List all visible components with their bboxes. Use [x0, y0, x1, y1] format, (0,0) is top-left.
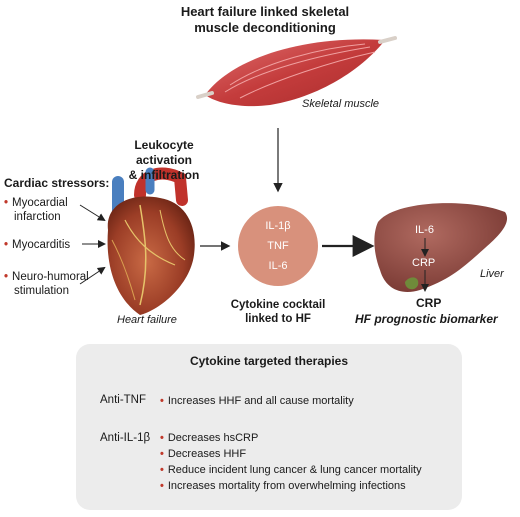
cytokine-circle: IL-1β TNF IL-6: [238, 206, 318, 286]
liver-illustration: [374, 203, 508, 292]
liver-label: Liver: [480, 268, 504, 280]
leukocyte-title: Leukocyte activation & infiltration: [112, 138, 216, 183]
therapies-panel: Cytokine targeted therapies Anti-TNF •In…: [76, 344, 462, 510]
heart-failure-label: Heart failure: [117, 314, 177, 326]
leukocyte-line-1: Leukocyte activation: [134, 138, 194, 167]
therapy-effect: •Decreases HHF: [160, 448, 247, 460]
muscle-deconditioning-title: Heart failure linked skeletal muscle dec…: [150, 4, 380, 36]
leukocyte-line-2: & infiltration: [128, 168, 200, 182]
cardiac-stressors-title: Cardiac stressors:: [4, 176, 110, 190]
skeletal-muscle-illustration: [196, 36, 397, 107]
therapy-effect: •Increases mortality from overwhelming i…: [160, 480, 406, 492]
title-line-2: muscle deconditioning: [194, 20, 336, 35]
arrow-stressor-mi: [79, 204, 106, 222]
stressor-item: •Neuro-humoral stimulation: [4, 271, 89, 297]
therapy-effect: •Reduce incident lung cancer & lung canc…: [160, 464, 422, 476]
liver-il6-label: IL-6: [415, 224, 434, 236]
skeletal-muscle-label: Skeletal muscle: [302, 98, 380, 110]
cytokine-il1b: IL-1β: [265, 220, 291, 232]
therapy-anti-tnf-label: Anti-TNF: [100, 394, 146, 406]
therapy-anti-il1b-label: Anti-IL-1β: [100, 432, 151, 444]
title-line-1: Heart failure linked skeletal: [180, 4, 350, 19]
crp-title: CRP: [416, 296, 442, 310]
heart-illustration: [107, 167, 195, 315]
therapy-effect: •Decreases hsCRP: [160, 432, 259, 444]
stressor-item: •Myocardial infarction: [4, 197, 68, 223]
liver-crp-label: CRP: [412, 257, 436, 269]
cytokine-cocktail-label: Cytokine cocktail linked to HF: [230, 299, 326, 325]
therapy-effect: •Increases HHF and all cause mortality: [160, 395, 354, 407]
therapies-title: Cytokine targeted therapies: [189, 354, 349, 368]
stressor-item: •Myocarditis: [4, 239, 71, 251]
arrow-stressor-neurohumoral: [79, 266, 106, 285]
cytokine-tnf: TNF: [267, 240, 289, 252]
crp-subtitle: HF prognostic biomarker: [355, 312, 498, 326]
cytokine-il6: IL-6: [268, 260, 288, 272]
